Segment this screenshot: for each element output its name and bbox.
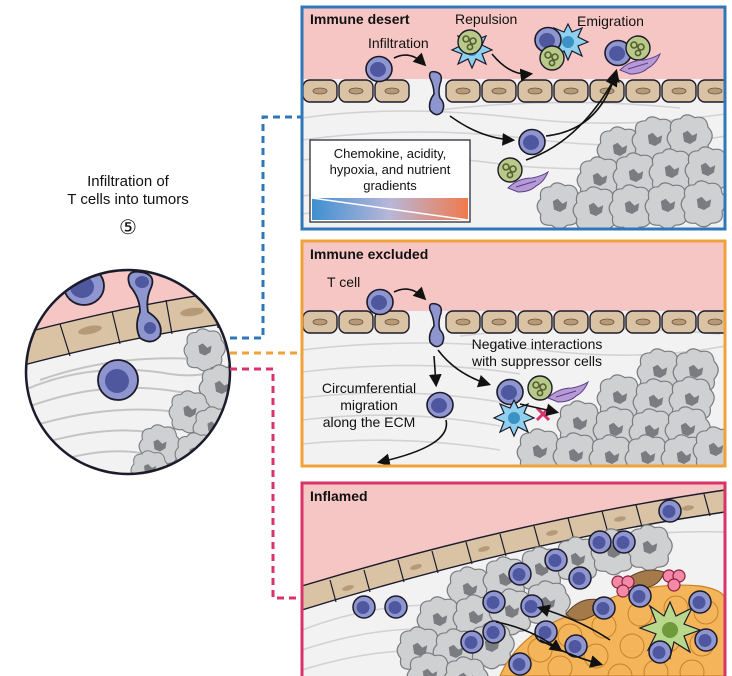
panel-title-inflamed: Inflamed	[310, 488, 368, 504]
label-negative-line2: with suppressor cells	[471, 353, 602, 369]
label-circ-line1: Circumferential	[322, 380, 416, 396]
panel-border-desert	[300, 5, 727, 231]
label-negative-line1: Negative interactions	[472, 336, 603, 352]
label-t-cell: T cell	[327, 274, 360, 290]
label-infiltration: Infiltration	[368, 35, 429, 51]
gradient-text-line2: hypoxia, and nutrient	[330, 162, 451, 177]
gradient-text-line1: Chemokine, acidity,	[334, 146, 446, 161]
left-title-line1: Infiltration of	[87, 173, 170, 190]
panel-inflamed: Inflamed	[300, 481, 727, 676]
panel-immune-desert: Chemokine, acidity, hypoxia, and nutrien…	[300, 5, 727, 231]
zoom-circle	[24, 268, 232, 476]
label-circ-line2: migration	[340, 397, 398, 413]
gradient-text-line3: gradients	[363, 178, 417, 193]
label-repulsion: Repulsion	[455, 11, 517, 27]
left-title: Infiltration of T cells into tumors ⑤	[67, 173, 188, 239]
step-number: ⑤	[119, 217, 137, 239]
panel-title-desert: Immune desert	[310, 11, 410, 27]
left-title-line2: T cells into tumors	[67, 191, 188, 208]
panel-immune-excluded: Immune excluded T cell Negative interact…	[300, 239, 727, 468]
gradient-legend-box: Chemokine, acidity, hypoxia, and nutrien…	[309, 139, 471, 223]
panel-border-excluded	[300, 239, 727, 468]
panel-title-excluded: Immune excluded	[310, 246, 428, 262]
label-circ-line3: along the ECM	[323, 414, 416, 430]
panel-border-inflamed	[300, 481, 727, 676]
label-emigration: Emigration	[577, 13, 644, 29]
connector-lines	[230, 115, 302, 600]
